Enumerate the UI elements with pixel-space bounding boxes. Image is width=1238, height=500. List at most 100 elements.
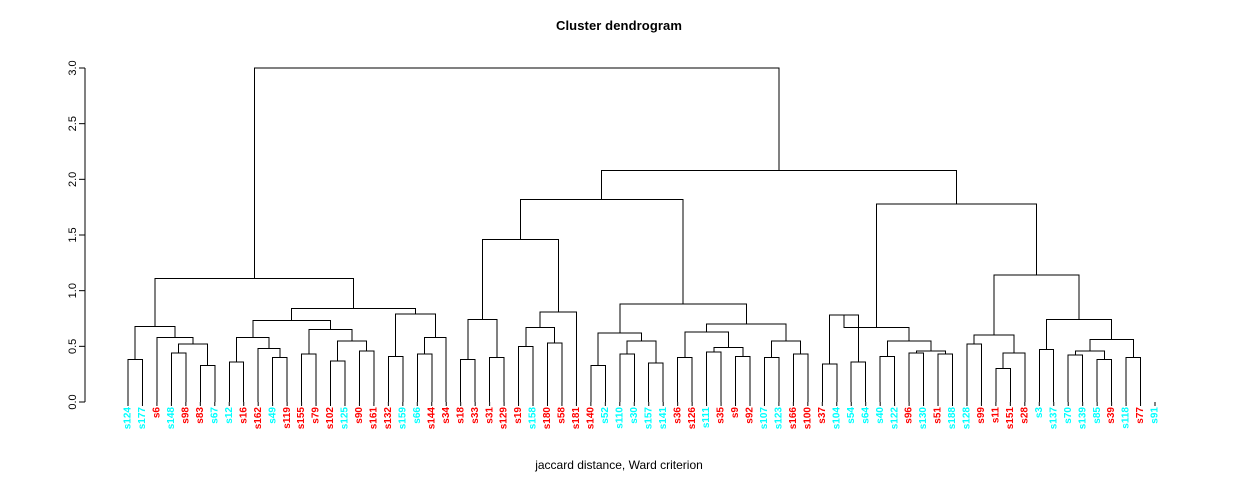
leaf-label: s39 <box>1106 407 1117 424</box>
leaf-label: s132 <box>383 407 394 430</box>
leaf-label: s70 <box>1063 407 1074 424</box>
dendrogram-link <box>134 325 176 360</box>
dendrogram-link <box>539 311 577 402</box>
leaf-label: s67 <box>209 407 220 424</box>
dendrogram-link <box>518 345 534 402</box>
dendrogram-link <box>706 323 787 341</box>
y-axis-tick-label: 0.0 <box>67 394 79 409</box>
leaf-label: s144 <box>426 407 437 430</box>
dendrogram-link <box>308 329 353 355</box>
leaf-label: s125 <box>340 407 351 430</box>
dendrogram-link <box>590 364 606 402</box>
dendrogram-link <box>619 353 635 402</box>
y-axis: 0.00.51.01.52.02.53.0 <box>67 60 86 410</box>
dendrogram-link <box>735 355 751 402</box>
leaf-label: s66 <box>412 407 423 424</box>
y-axis-tick-label: 1.0 <box>67 283 79 298</box>
dendrogram-link <box>626 340 657 364</box>
leaf-label: s137 <box>1048 407 1059 430</box>
leaf-label: s107 <box>759 407 770 430</box>
leaf-label: s139 <box>1077 407 1088 430</box>
leaf-label: s119 <box>282 407 293 429</box>
dendrogram-link <box>519 198 684 305</box>
y-axis-tick-label: 3.0 <box>67 60 79 75</box>
dendrogram-link <box>235 336 270 362</box>
dendrogram-link <box>387 355 404 402</box>
leaf-label: s19 <box>513 407 524 424</box>
dendrogram-link <box>481 238 559 320</box>
dendrogram-link <box>253 67 780 279</box>
dendrogram-link <box>886 340 932 357</box>
leaf-label: s49 <box>267 407 278 424</box>
leaf-label: s159 <box>397 407 408 430</box>
leaf-label: s37 <box>817 407 828 424</box>
leaf-label: s9 <box>730 407 741 419</box>
dendrogram-links <box>127 67 1142 402</box>
dendrogram-link <box>843 315 910 341</box>
leaf-label: s30 <box>629 407 640 424</box>
dendrogram-link <box>272 356 288 402</box>
leaf-label: s98 <box>180 407 191 424</box>
dendrogram-link <box>1067 354 1084 402</box>
leaf-label: s102 <box>325 407 336 430</box>
dendrogram-link <box>648 362 664 402</box>
leaf-label: s36 <box>672 407 683 424</box>
y-axis-tick-label: 2.5 <box>67 116 79 131</box>
dendrogram-link <box>1074 350 1105 360</box>
leaf-label: s91 <box>1150 407 1161 424</box>
dendrogram-link <box>677 356 693 402</box>
leaf-label: s11 <box>991 407 1002 424</box>
leaf-label: s28 <box>1019 407 1030 424</box>
leaf-label: s180 <box>542 407 553 430</box>
leaf-label: s33 <box>470 407 481 424</box>
leaf-label: s155 <box>296 407 307 430</box>
leaf-label: s79 <box>311 407 322 424</box>
leaf-label: s129 <box>499 407 510 430</box>
leaf-label: s77 <box>1135 407 1146 424</box>
dendrogram-link <box>199 364 216 402</box>
leaf-label: s166 <box>788 407 799 430</box>
dendrogram-link <box>966 343 982 402</box>
leaf-label: s3 <box>1034 407 1045 419</box>
leaf-label: s157 <box>643 407 654 430</box>
dendrogram-link <box>416 353 433 402</box>
dendrogram-link <box>337 340 368 361</box>
dendrogram-link <box>154 277 355 327</box>
dendrogram-link <box>601 169 958 204</box>
dendrogram-link <box>908 352 925 402</box>
dendrogram-link <box>995 368 1011 402</box>
dendrogram-link <box>301 353 317 402</box>
leaf-label: s122 <box>889 407 900 430</box>
dendrogram-link <box>489 356 505 402</box>
dendrogram-link <box>358 350 375 402</box>
dendrogram-link <box>792 353 809 402</box>
leaf-label: s177 <box>137 407 148 430</box>
dendrogram-link <box>1125 356 1142 402</box>
dendrogram-link <box>876 203 1038 328</box>
dendrogram-link <box>619 303 747 333</box>
leaf-label: s162 <box>253 407 264 430</box>
dendrogram-link <box>156 336 194 402</box>
leaf-label: s110 <box>614 407 625 429</box>
leaf-label: s31 <box>484 407 495 424</box>
page-title: Cluster dendrogram <box>555 18 683 33</box>
y-axis-tick-label: 1.5 <box>67 227 79 242</box>
leaf-label: s85 <box>1092 407 1103 424</box>
leaf-label: s90 <box>354 407 365 424</box>
leaf-label: s161 <box>369 407 380 430</box>
leaf-label: s118 <box>1121 407 1132 429</box>
dendrogram-link <box>467 319 498 360</box>
leaf-label: s158 <box>528 407 539 430</box>
leaf-label: s83 <box>195 407 206 424</box>
leaf-label: s140 <box>586 407 597 430</box>
dendrogram-link <box>330 360 346 402</box>
dendrogram-link <box>1002 352 1026 402</box>
x-axis-label: jaccard distance, Ward criterion <box>535 458 703 472</box>
dendrogram-link <box>252 320 332 338</box>
dendrogram-link <box>1089 339 1134 358</box>
dendrogram-link <box>1046 319 1113 350</box>
dendrogram-link <box>257 348 281 402</box>
